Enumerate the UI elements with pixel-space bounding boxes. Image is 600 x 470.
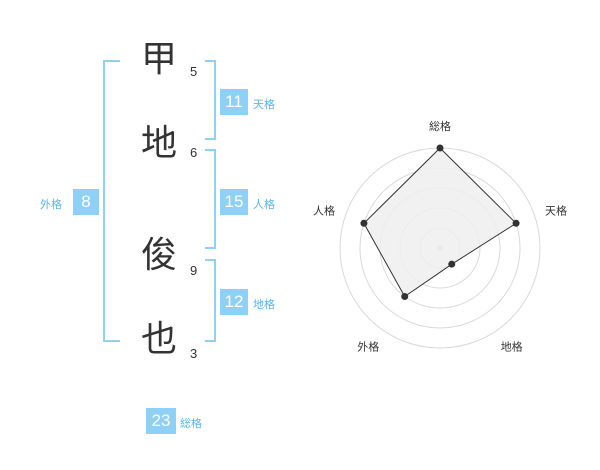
radar-points	[360, 144, 520, 301]
jinkaku-label: 人格	[253, 198, 275, 211]
tenkaku-value-badge: 11	[220, 89, 248, 115]
radar-axis-label-2: 天格	[545, 203, 567, 217]
stroke-count-1: 5	[190, 64, 198, 79]
stroke-count-4: 3	[190, 346, 198, 361]
radar-point-4	[401, 293, 409, 301]
radar-axis-label-3: 地格	[501, 340, 523, 354]
tenkaku-label: 天格	[253, 98, 275, 111]
jinkaku-value-badge: 15	[220, 189, 248, 215]
gaikaku-value-badge: 8	[73, 189, 99, 215]
radar-point-1	[436, 144, 444, 152]
name-char-1: 甲	[140, 39, 177, 80]
radar-area	[363, 147, 517, 298]
chikaku-label: 地格	[253, 298, 275, 311]
soukaku-value-badge: 23	[146, 408, 176, 434]
chikaku-bracket	[205, 259, 216, 342]
name-char-3: 俊	[140, 235, 177, 276]
radar-axis-label-5: 人格	[313, 203, 335, 217]
name-char-2: 地	[140, 123, 177, 164]
jinkaku-bracket	[205, 149, 216, 249]
radar-point-2	[512, 219, 520, 227]
chikaku-value-badge: 12	[220, 289, 248, 315]
name-char-4: 也	[140, 319, 177, 360]
stroke-count-2: 6	[190, 145, 198, 160]
radar-point-5	[360, 219, 368, 227]
gaikaku-bracket	[103, 60, 120, 342]
soukaku-label: 総格	[180, 417, 202, 430]
radar-axis-label-4: 外格	[357, 340, 379, 354]
stroke-count-3: 9	[190, 263, 198, 278]
radar-point-3	[448, 260, 456, 268]
gaikaku-label: 外格	[40, 198, 62, 211]
radar-axis-label-1: 総格	[429, 119, 451, 133]
tenkaku-bracket	[205, 60, 216, 140]
